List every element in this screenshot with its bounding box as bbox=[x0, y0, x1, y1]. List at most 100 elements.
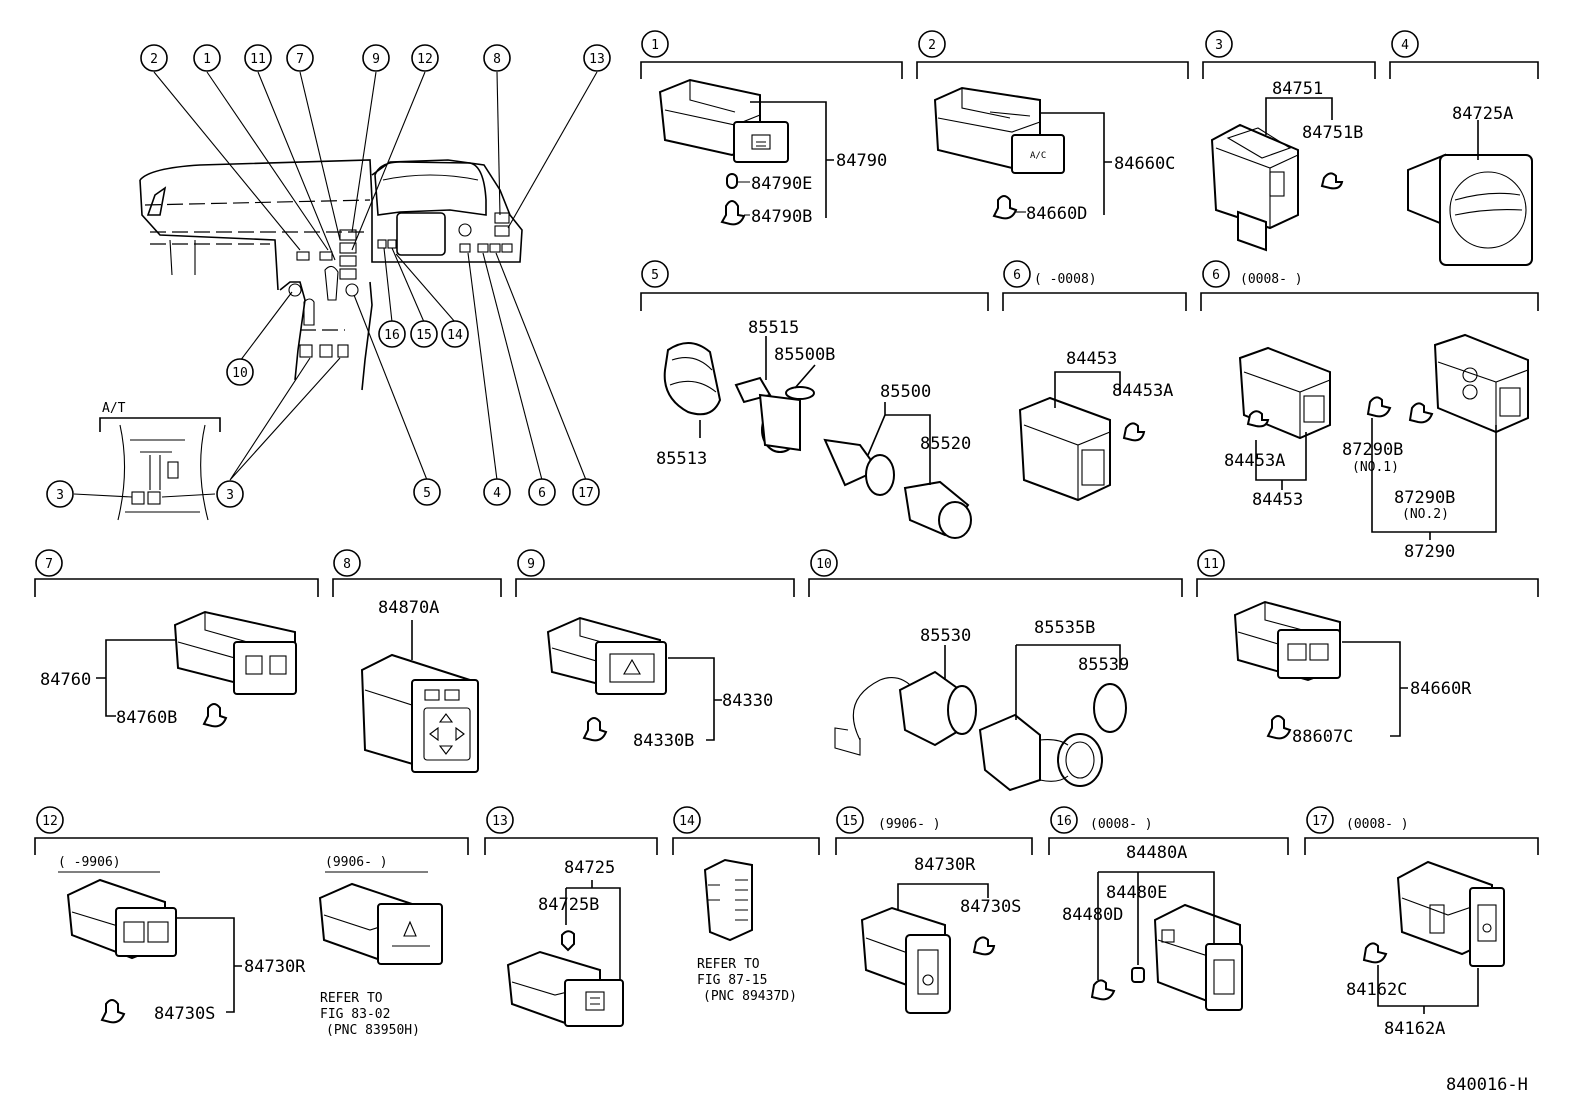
svg-text:3: 3 bbox=[226, 488, 234, 503]
part-84330B: 84330B bbox=[633, 731, 694, 751]
part-85520: 85520 bbox=[920, 434, 971, 454]
svg-text:10: 10 bbox=[232, 366, 248, 381]
callout-14: 14 bbox=[441, 320, 469, 348]
section-6a-range: ( -0008) bbox=[1034, 272, 1097, 287]
part-85513: 85513 bbox=[656, 449, 707, 469]
refer-12-line1: REFER TO bbox=[320, 991, 383, 1006]
svg-text:12: 12 bbox=[417, 52, 433, 67]
part-84453: 84453 bbox=[1066, 349, 1117, 369]
section-13 bbox=[506, 880, 624, 1027]
part-84453-b: 84453 bbox=[1252, 490, 1303, 510]
section-number-s12: 12 bbox=[36, 806, 64, 834]
section-number-s8: 8 bbox=[333, 549, 361, 577]
svg-text:11: 11 bbox=[1203, 557, 1219, 572]
part-84730R-15: 84730R bbox=[914, 855, 976, 875]
callout-12: 12 bbox=[411, 44, 439, 72]
section-number-s13: 13 bbox=[486, 806, 514, 834]
section-number-s3: 3 bbox=[1205, 30, 1233, 58]
section-number-s2: 2 bbox=[918, 30, 946, 58]
svg-text:5: 5 bbox=[423, 486, 431, 501]
svg-text:17: 17 bbox=[578, 486, 594, 501]
svg-text:2: 2 bbox=[928, 38, 936, 53]
callout-2: 2 bbox=[140, 44, 168, 72]
section-12 bbox=[66, 878, 443, 1024]
part-84751: 84751 bbox=[1272, 79, 1323, 99]
callout-16: 16 bbox=[378, 320, 406, 348]
part-85539: 85539 bbox=[1078, 655, 1129, 675]
callout-5: 5 bbox=[413, 478, 441, 506]
section-6b-range: (0008- ) bbox=[1240, 272, 1303, 287]
part-85530: 85530 bbox=[920, 626, 971, 646]
section-number-s7: 7 bbox=[35, 549, 63, 577]
part-85500B: 85500B bbox=[774, 345, 835, 365]
section-number-s6a: 6 bbox=[1003, 260, 1031, 288]
section-number-s11: 11 bbox=[1197, 549, 1225, 577]
part-84725A: 84725A bbox=[1452, 104, 1513, 124]
section-2: A/C bbox=[933, 86, 1112, 220]
svg-text:5: 5 bbox=[651, 268, 659, 283]
section-17-range: (0008- ) bbox=[1346, 817, 1409, 832]
section-number-s10: 10 bbox=[810, 549, 838, 577]
svg-text:1: 1 bbox=[651, 38, 659, 53]
section-number-s4: 4 bbox=[1391, 30, 1419, 58]
callout-11: 11 bbox=[244, 44, 272, 72]
svg-text:6: 6 bbox=[1013, 268, 1021, 283]
part-84870A: 84870A bbox=[378, 598, 439, 618]
section-10 bbox=[834, 644, 1127, 792]
part-85500: 85500 bbox=[880, 382, 931, 402]
part-85535B: 85535B bbox=[1034, 618, 1095, 638]
svg-text:17: 17 bbox=[1312, 814, 1328, 829]
part-87290B-1: 87290B bbox=[1342, 440, 1403, 460]
part-84162C: 84162C bbox=[1346, 980, 1407, 1000]
svg-text:4: 4 bbox=[493, 486, 501, 501]
part-88607C: 88607C bbox=[1292, 727, 1353, 747]
callout-17: 17 bbox=[572, 478, 600, 506]
callout-3: 3 bbox=[216, 480, 244, 508]
part-84480D: 84480D bbox=[1062, 905, 1123, 925]
svg-text:8: 8 bbox=[343, 557, 351, 572]
section-3 bbox=[1210, 97, 1344, 252]
callout-6: 6 bbox=[528, 478, 556, 506]
section-number-s15: 15 bbox=[836, 806, 864, 834]
section-15-range: (9906- ) bbox=[878, 817, 941, 832]
section-7 bbox=[96, 610, 297, 728]
part-84751B: 84751B bbox=[1302, 123, 1363, 143]
callout-9: 9 bbox=[362, 44, 390, 72]
svg-text:4: 4 bbox=[1401, 38, 1409, 53]
part-84790E: 84790E bbox=[751, 174, 812, 194]
section-number-s17: 17 bbox=[1306, 806, 1334, 834]
part-84760: 84760 bbox=[40, 670, 91, 690]
part-84725: 84725 bbox=[564, 858, 615, 878]
section-5 bbox=[663, 336, 972, 539]
svg-text:13: 13 bbox=[589, 52, 605, 67]
part-85515: 85515 bbox=[748, 318, 799, 338]
part-84725B: 84725B bbox=[538, 895, 599, 915]
callout-10: 10 bbox=[226, 358, 254, 386]
refer-12-line3: (PNC 83950H) bbox=[326, 1023, 420, 1038]
part-84730S-12: 84730S bbox=[154, 1004, 215, 1024]
callout-15: 15 bbox=[410, 320, 438, 348]
svg-text:15: 15 bbox=[842, 814, 858, 829]
part-84790B: 84790B bbox=[751, 207, 812, 227]
svg-text:15: 15 bbox=[416, 328, 432, 343]
section-brackets bbox=[34, 61, 1539, 873]
svg-text:10: 10 bbox=[816, 557, 832, 572]
svg-text:14: 14 bbox=[679, 814, 695, 829]
svg-text:2: 2 bbox=[150, 52, 158, 67]
section-4 bbox=[1407, 120, 1533, 266]
section-1 bbox=[658, 78, 834, 226]
section-12-range-left: ( -9906) bbox=[58, 855, 121, 870]
part-84162A: 84162A bbox=[1384, 1019, 1445, 1039]
part-84660C: 84660C bbox=[1114, 154, 1175, 174]
refer-12-line2: FIG 83-02 bbox=[320, 1007, 390, 1022]
section-11 bbox=[1233, 600, 1408, 740]
section-14 bbox=[703, 858, 753, 942]
svg-text:8: 8 bbox=[493, 52, 501, 67]
svg-text:9: 9 bbox=[372, 52, 380, 67]
section-9 bbox=[546, 616, 722, 742]
refer-14-line3: (PNC 89437D) bbox=[703, 989, 797, 1004]
section-15 bbox=[860, 883, 996, 1014]
